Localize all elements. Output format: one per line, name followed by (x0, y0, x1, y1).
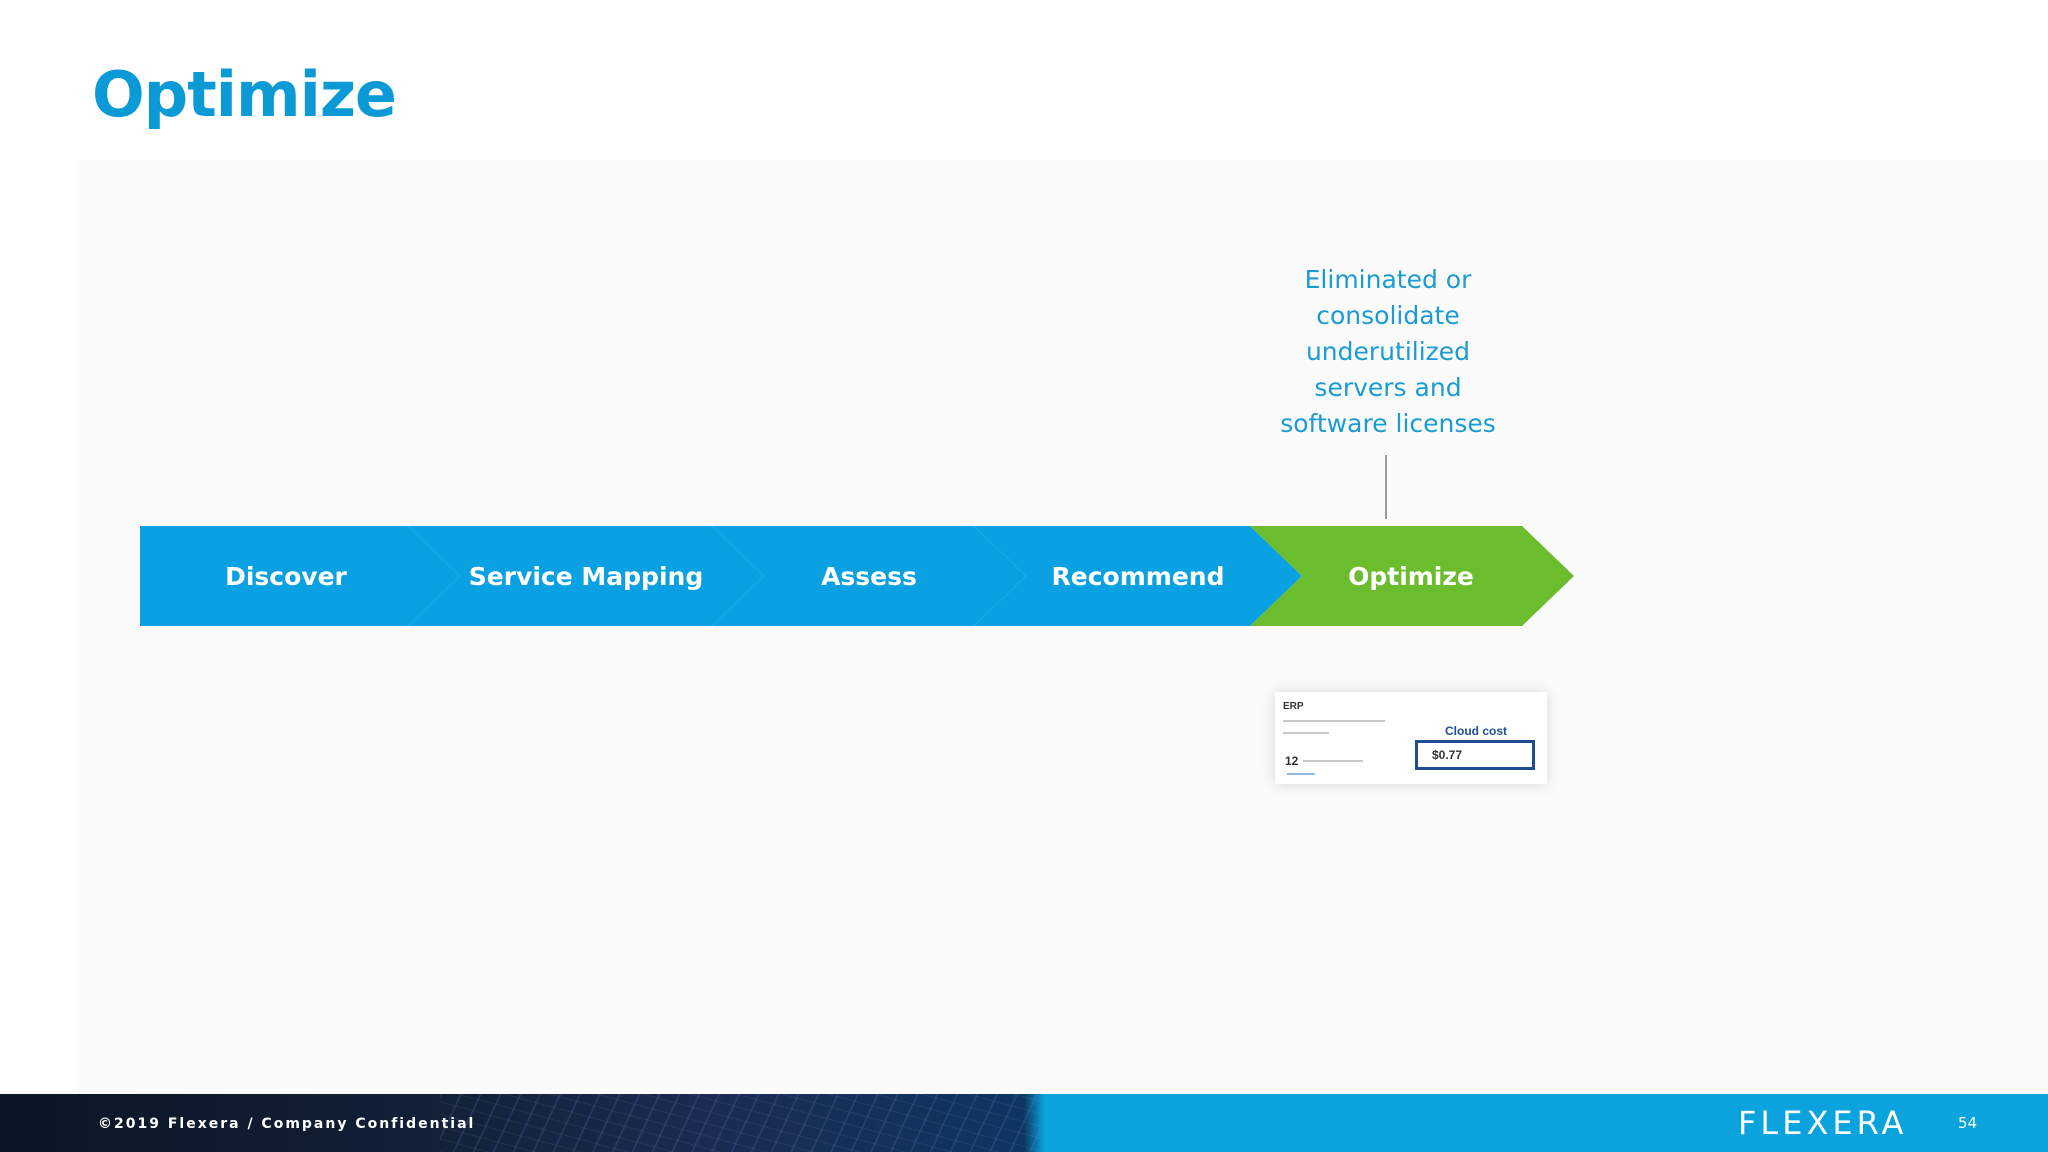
thumbnail-cost-box: $0.77 (1415, 740, 1535, 770)
thumbnail-cost-value: $0.77 (1432, 748, 1463, 762)
step-recommend-chevron[interactable] (974, 526, 1302, 626)
footer-bar: ©2019 Flexera / Company Confidential FLE… (0, 1094, 2048, 1152)
thumbnail-link (1287, 773, 1315, 775)
thumbnail-text-line (1283, 732, 1329, 734)
page-number: 54 (1958, 1114, 1978, 1132)
flexera-logo: FLEXERA (1738, 1104, 1908, 1142)
slide-title: Optimize (92, 58, 397, 131)
thumbnail-cost-label: Cloud cost (1445, 724, 1507, 738)
footer-texture (440, 1094, 1040, 1152)
step-assess-chevron[interactable] (712, 526, 1026, 626)
optimize-callout-text: Eliminated or consolidate underutilized … (1280, 265, 1496, 438)
cloud-cost-thumbnail: ERP 12 Cloud cost $0.77 (1275, 692, 1547, 784)
step-service-mapping-chevron[interactable] (408, 526, 764, 626)
callout-connector-line (1385, 455, 1387, 519)
step-discover-chevron[interactable] (140, 526, 460, 626)
thumbnail-text-line (1283, 720, 1385, 722)
footer-copyright: ©2019 Flexera / Company Confidential (98, 1116, 476, 1132)
thumbnail-count: 12 (1285, 754, 1299, 768)
step-optimize-chevron[interactable] (1250, 526, 1574, 626)
slide-content-area (78, 160, 2048, 1095)
thumbnail-app-name: ERP (1283, 701, 1304, 712)
thumbnail-text-line (1303, 760, 1363, 762)
